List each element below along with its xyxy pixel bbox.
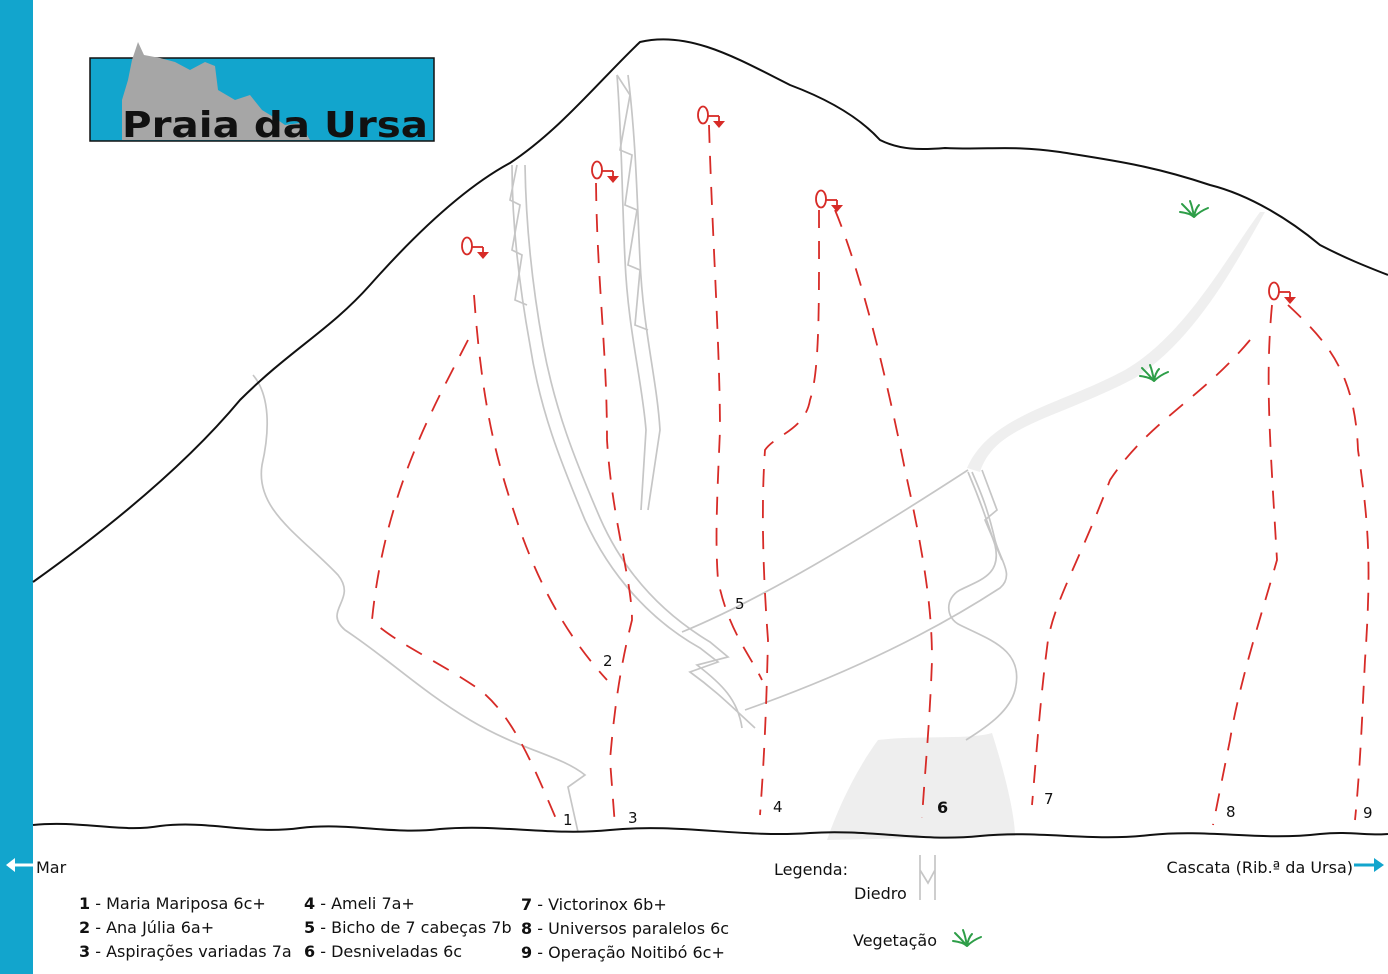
nav-left[interactable]: Mar: [6, 858, 67, 877]
legend-heading: Legenda:: [774, 860, 848, 879]
route-list-item: 2 - Ana Júlia 6a+: [79, 918, 214, 937]
route-label-7: 7: [1044, 790, 1054, 808]
route-number-labels: 1 2 3 4 5 6 7 8 9: [563, 595, 1373, 829]
arrow-left-icon: [6, 858, 15, 872]
nav-right[interactable]: Cascata (Rib.ª da Ursa): [1167, 858, 1384, 877]
nav-left-label: Mar: [36, 858, 67, 877]
anchor-icon: [815, 189, 844, 213]
dihedral-lines: [252, 74, 1018, 833]
anchor-icon: [461, 236, 490, 260]
route-list-item: 6 - Desniveladas 6c: [304, 942, 462, 961]
route-list-item: 9 - Operação Noitibó 6c+: [521, 943, 725, 962]
route-list-item: 8 - Universos paralelos 6c: [521, 919, 729, 938]
left-sidebar: [0, 0, 33, 974]
logo-title: Praia da Ursa: [122, 105, 428, 146]
route-label-9: 9: [1363, 804, 1373, 822]
anchor-icon: [697, 105, 726, 129]
route-list-item: 1 - Maria Mariposa 6c+: [79, 894, 266, 913]
route-label-4: 4: [773, 798, 783, 816]
anchor-icon: [1268, 281, 1297, 305]
rock-outline: [32, 38, 1388, 583]
route-list-item: 5 - Bicho de 7 cabeças 7b: [304, 918, 512, 937]
legend-diedro-label: Diedro: [854, 884, 907, 903]
vegetation-icon: [1179, 200, 1209, 218]
legend-vegetacao-label: Vegetação: [853, 931, 937, 950]
shaded-gully: [967, 212, 1265, 472]
symbol-legend: Legenda: Diedro Vegetação: [774, 855, 982, 950]
route-label-6: 6: [937, 798, 948, 817]
route-label-1: 1: [563, 811, 573, 829]
ground-line: [32, 822, 1388, 839]
anchor-icon: [591, 160, 620, 184]
route-label-3: 3: [628, 809, 638, 827]
route-label-2: 2: [603, 652, 613, 670]
vegetation-icon: [952, 929, 982, 947]
route-list: 1 - Maria Mariposa 6c+ 2 - Ana Júlia 6a+…: [79, 894, 729, 962]
nav-right-label: Cascata (Rib.ª da Ursa): [1167, 858, 1353, 877]
logo: Praia da Ursa: [89, 42, 435, 146]
route-lines: [371, 124, 1370, 829]
route-label-8: 8: [1226, 803, 1236, 821]
route-list-item: 4 - Ameli 7a+: [304, 894, 415, 913]
diedro-icon: [919, 855, 936, 900]
route-label-5: 5: [735, 595, 745, 613]
arrow-right-icon: [1374, 858, 1384, 872]
route-list-item: 3 - Aspirações variadas 7a: [79, 942, 292, 961]
shaded-boulder-area: [827, 733, 1015, 840]
anchor-icons: [461, 105, 1297, 305]
route-list-item: 7 - Victorinox 6b+: [521, 895, 667, 914]
